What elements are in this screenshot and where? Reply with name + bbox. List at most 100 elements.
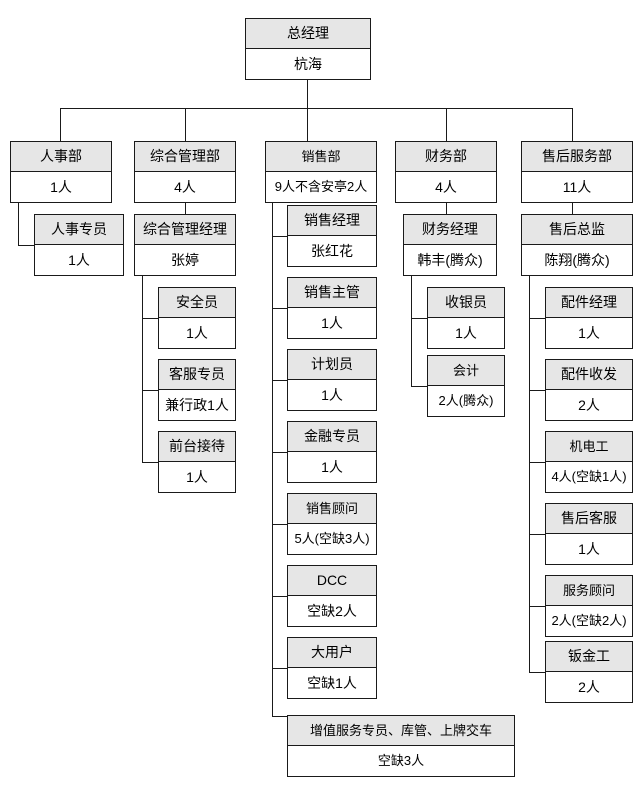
node-sales-finance-specialist[interactable]: 金融专员 1人 <box>287 421 377 483</box>
node-department-sales[interactable]: 销售部 9人不含安亭2人 <box>265 141 377 203</box>
node-sales-finance-specialist-value: 1人 <box>288 452 376 482</box>
node-sales-key-account-title: 大用户 <box>288 638 376 668</box>
connector-root-stem <box>307 80 308 108</box>
node-admin-safety-officer-title: 安全员 <box>159 288 235 318</box>
node-finance-cashier-value: 1人 <box>428 318 504 348</box>
node-aftersales-parts-dispatch[interactable]: 配件收发 2人 <box>545 359 633 421</box>
connector-aftersales-elbow-4 <box>529 534 545 535</box>
node-aftersales-parts-dispatch-value: 2人 <box>546 390 632 420</box>
node-sales-finance-specialist-title: 金融专员 <box>288 422 376 452</box>
connector-sales-elbow-1 <box>272 236 287 237</box>
node-sales-value-added-services-title: 增值服务专员、库管、上牌交车 <box>288 716 514 746</box>
connector-sales-elbow-2 <box>272 308 287 309</box>
node-aftersales-customer-service-title: 售后客服 <box>546 504 632 534</box>
node-department-hr-title: 人事部 <box>11 142 111 172</box>
connector-aftersales-elbow-3 <box>529 462 545 463</box>
node-sales-manager-value: 张红花 <box>288 236 376 266</box>
node-finance-cashier[interactable]: 收银员 1人 <box>427 287 505 349</box>
node-admin-reception-title: 前台接待 <box>159 432 235 462</box>
node-aftersales-electrician-value: 4人(空缺1人) <box>546 462 632 492</box>
node-department-admin[interactable]: 综合管理部 4人 <box>134 141 236 203</box>
node-aftersales-director-title: 售后总监 <box>522 215 632 245</box>
node-sales-manager[interactable]: 销售经理 张红花 <box>287 205 377 267</box>
node-department-sales-value: 9人不含安亭2人 <box>266 172 376 202</box>
connector-sales-spine <box>272 203 273 716</box>
node-aftersales-electrician-title: 机电工 <box>546 432 632 462</box>
node-finance-accountant[interactable]: 会计 2人(腾众) <box>427 355 505 417</box>
node-department-aftersales[interactable]: 售后服务部 11人 <box>521 141 633 203</box>
node-finance-cashier-title: 收银员 <box>428 288 504 318</box>
node-sales-value-added-services[interactable]: 增值服务专员、库管、上牌交车 空缺3人 <box>287 715 515 777</box>
node-sales-supervisor-value: 1人 <box>288 308 376 338</box>
node-admin-manager-title: 综合管理经理 <box>135 215 235 245</box>
node-sales-consultant[interactable]: 销售顾问 5人(空缺3人) <box>287 493 377 555</box>
node-root-title: 总经理 <box>246 19 370 49</box>
node-aftersales-body-repair[interactable]: 钣金工 2人 <box>545 641 633 703</box>
node-sales-planner-title: 计划员 <box>288 350 376 380</box>
connector-drop-hr <box>60 108 61 141</box>
connector-aftersales-elbow-2 <box>529 390 545 391</box>
node-department-aftersales-title: 售后服务部 <box>522 142 632 172</box>
node-sales-dcc-title: DCC <box>288 566 376 596</box>
node-sales-supervisor[interactable]: 销售主管 1人 <box>287 277 377 339</box>
node-sales-consultant-value: 5人(空缺3人) <box>288 524 376 554</box>
node-department-admin-title: 综合管理部 <box>135 142 235 172</box>
connector-admin-elbow-2 <box>142 390 158 391</box>
node-admin-manager[interactable]: 综合管理经理 张婷 <box>134 214 236 276</box>
connector-aftersales-elbow-1 <box>529 318 545 319</box>
node-department-hr-value: 1人 <box>11 172 111 202</box>
connector-sales-elbow-4 <box>272 452 287 453</box>
connector-finance-elbow-1 <box>411 318 427 319</box>
node-aftersales-body-repair-title: 钣金工 <box>546 642 632 672</box>
node-aftersales-service-advisor[interactable]: 服务顾问 2人(空缺2人) <box>545 575 633 637</box>
node-aftersales-director-value: 陈翔(腾众) <box>522 245 632 275</box>
connector-hr-elbow-1 <box>18 245 34 246</box>
node-aftersales-customer-service[interactable]: 售后客服 1人 <box>545 503 633 565</box>
node-finance-manager-value: 韩丰(腾众) <box>404 245 496 275</box>
node-admin-reception[interactable]: 前台接待 1人 <box>158 431 236 493</box>
connector-sales-elbow-6 <box>272 596 287 597</box>
connector-finance-to-manager <box>446 203 447 214</box>
node-root[interactable]: 总经理 杭海 <box>245 18 371 80</box>
node-admin-manager-value: 张婷 <box>135 245 235 275</box>
node-sales-planner-value: 1人 <box>288 380 376 410</box>
connector-admin-elbow-3 <box>142 462 158 463</box>
node-sales-dcc[interactable]: DCC 空缺2人 <box>287 565 377 627</box>
node-aftersales-service-advisor-value: 2人(空缺2人) <box>546 606 632 636</box>
connector-hr-spine <box>18 203 19 245</box>
node-sales-consultant-title: 销售顾问 <box>288 494 376 524</box>
node-department-finance[interactable]: 财务部 4人 <box>395 141 497 203</box>
node-department-finance-value: 4人 <box>396 172 496 202</box>
node-finance-accountant-value: 2人(腾众) <box>428 386 504 416</box>
node-aftersales-electrician[interactable]: 机电工 4人(空缺1人) <box>545 431 633 493</box>
node-aftersales-parts-manager[interactable]: 配件经理 1人 <box>545 287 633 349</box>
node-hr-specialist[interactable]: 人事专员 1人 <box>34 214 124 276</box>
node-finance-accountant-title: 会计 <box>428 356 504 386</box>
node-sales-key-account[interactable]: 大用户 空缺1人 <box>287 637 377 699</box>
node-admin-safety-officer[interactable]: 安全员 1人 <box>158 287 236 349</box>
node-department-sales-title: 销售部 <box>266 142 376 172</box>
connector-finance-spine <box>411 276 412 386</box>
connector-sales-elbow-7 <box>272 668 287 669</box>
connector-aftersales-spine <box>529 276 530 672</box>
connector-department-bus <box>60 108 572 109</box>
node-sales-planner[interactable]: 计划员 1人 <box>287 349 377 411</box>
connector-aftersales-elbow-5 <box>529 606 545 607</box>
connector-sales-elbow-8 <box>272 716 287 717</box>
node-aftersales-director[interactable]: 售后总监 陈翔(腾众) <box>521 214 633 276</box>
node-aftersales-parts-manager-value: 1人 <box>546 318 632 348</box>
connector-admin-to-manager <box>185 203 186 214</box>
connector-finance-elbow-2 <box>411 386 427 387</box>
node-department-finance-title: 财务部 <box>396 142 496 172</box>
node-admin-customer-service-value: 兼行政1人 <box>159 390 235 420</box>
connector-sales-elbow-5 <box>272 524 287 525</box>
node-admin-safety-officer-value: 1人 <box>159 318 235 348</box>
node-aftersales-service-advisor-title: 服务顾问 <box>546 576 632 606</box>
connector-admin-spine-2 <box>142 426 143 462</box>
node-department-hr[interactable]: 人事部 1人 <box>10 141 112 203</box>
node-finance-manager[interactable]: 财务经理 韩丰(腾众) <box>403 214 497 276</box>
connector-aftersales-to-director <box>572 203 573 214</box>
node-admin-customer-service[interactable]: 客服专员 兼行政1人 <box>158 359 236 421</box>
node-sales-supervisor-title: 销售主管 <box>288 278 376 308</box>
node-hr-specialist-title: 人事专员 <box>35 215 123 245</box>
